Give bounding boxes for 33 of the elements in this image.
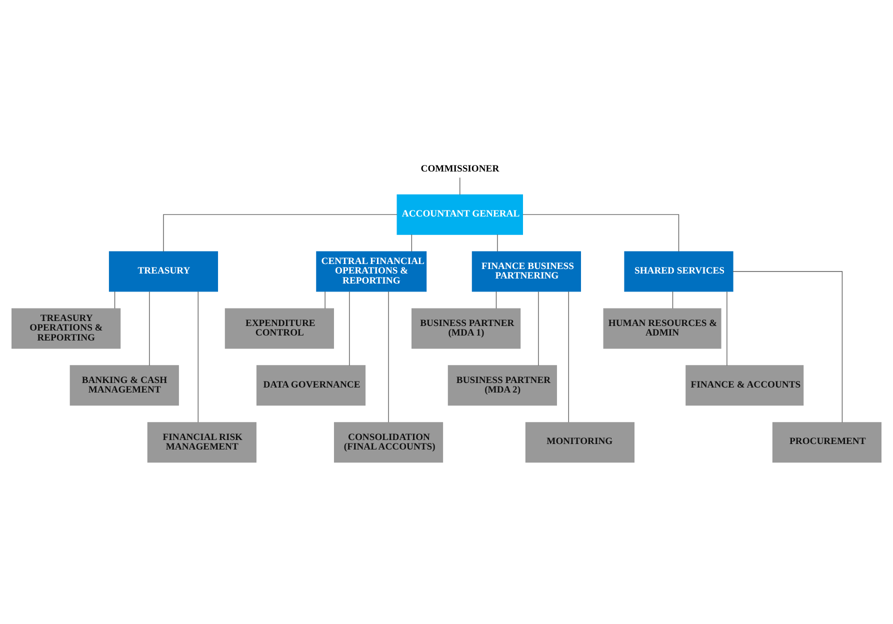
node-box: MONITORING: [525, 422, 634, 463]
connector: [672, 291, 674, 309]
connector: [324, 291, 326, 309]
node-box: SHARED SERVICES: [624, 251, 734, 292]
node-box: BANKING & CASH MANAGEMENT: [70, 365, 179, 406]
connector: [163, 214, 398, 252]
node-box: DATA GOVERNANCE: [256, 365, 366, 406]
node-box: TREASURY: [108, 251, 218, 292]
connector: [497, 234, 498, 252]
connector: [349, 291, 350, 366]
node-box: TREASURY OPERATIONS & REPORTING: [12, 308, 121, 349]
node-box: FINANCIAL RISK MANAGEMENT: [147, 422, 256, 463]
node-box: EXPENDITURE CONTROL: [224, 308, 334, 349]
node-box: ACCOUNTANT GENERAL: [396, 194, 523, 235]
node-box: HUMAN RESOURCES & ADMIN: [603, 308, 722, 349]
connector: [732, 271, 843, 423]
node-box: PROCUREMENT: [772, 422, 882, 463]
connector: [726, 291, 728, 366]
node-box: FINANCE BUSINESS PARTNERING: [472, 251, 581, 292]
node-box: FINANCE & ACCOUNTS: [686, 365, 804, 406]
connector: [568, 291, 569, 423]
node-box: CENTRAL FINANCIAL OPERATIONS & REPORTING: [316, 251, 427, 292]
node-text: COMMISSIONER: [420, 163, 500, 174]
connector: [496, 291, 497, 309]
connector: [114, 291, 116, 309]
connector: [522, 214, 680, 252]
connector: [388, 291, 389, 423]
connector: [538, 291, 539, 366]
node-box: BUSINESS PARTNER (MDA 2): [448, 365, 557, 406]
node-box: CONSOLIDATION (FINAL ACCOUNTS): [334, 422, 444, 463]
connector: [149, 291, 150, 366]
connector: [411, 234, 412, 252]
node-box: BUSINESS PARTNER (MDA 1): [412, 308, 521, 349]
